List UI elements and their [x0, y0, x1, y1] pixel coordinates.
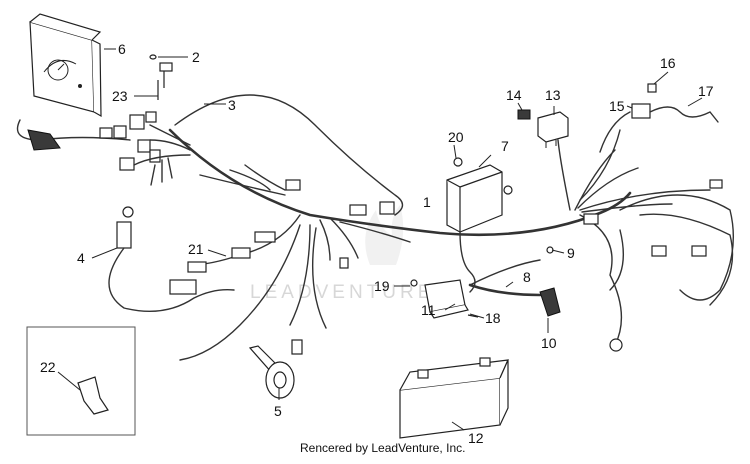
- callout-11: 11: [421, 302, 436, 318]
- callout-20: 20: [448, 129, 464, 145]
- connector-cluster: [119, 111, 191, 186]
- callout-16: 16: [660, 55, 676, 71]
- callout-22: 22: [40, 359, 56, 375]
- leader-lines: [57, 48, 703, 431]
- main-harness: [168, 94, 632, 361]
- callout-14: 14: [506, 87, 522, 103]
- callout-9: 9: [567, 245, 575, 261]
- callout-18: 18: [485, 310, 501, 326]
- callout-6: 6: [118, 41, 126, 57]
- render-credit: Rencered by LeadVenture, Inc.: [300, 441, 465, 455]
- callout-10: 10: [541, 335, 557, 351]
- cdi-unit: [446, 157, 513, 293]
- callout-2: 2: [192, 49, 200, 65]
- callout-1: 1: [423, 194, 431, 210]
- inset-box: [26, 326, 136, 436]
- right-branch: [557, 129, 734, 352]
- handlebar-switch: [16, 119, 131, 151]
- callout-23: 23: [112, 88, 128, 104]
- bracket-clip: [77, 376, 109, 415]
- callout-19: 19: [374, 278, 390, 294]
- callout-15: 15: [609, 98, 625, 114]
- callout-8: 8: [523, 269, 531, 285]
- callout-13: 13: [545, 87, 561, 103]
- watermark-text: LEADVENTURE: [250, 282, 434, 303]
- clip-and-screws: [149, 54, 173, 100]
- callout-7: 7: [501, 138, 509, 154]
- callout-17: 17: [698, 83, 714, 99]
- ignition-coil-lead: [468, 246, 561, 317]
- callout-12: 12: [468, 430, 484, 446]
- battery: [399, 357, 509, 439]
- relay: [537, 111, 569, 148]
- horn: [248, 345, 295, 399]
- callout-5: 5: [274, 403, 282, 419]
- callout-3: 3: [228, 97, 236, 113]
- fuse-holder: [599, 83, 719, 153]
- ignition-switch: [108, 206, 235, 313]
- instrument-panel: [29, 13, 102, 118]
- callout-4: 4: [77, 250, 85, 266]
- fuse: [517, 109, 531, 120]
- watermark-logo: [365, 205, 404, 265]
- callout-21: 21: [188, 241, 204, 257]
